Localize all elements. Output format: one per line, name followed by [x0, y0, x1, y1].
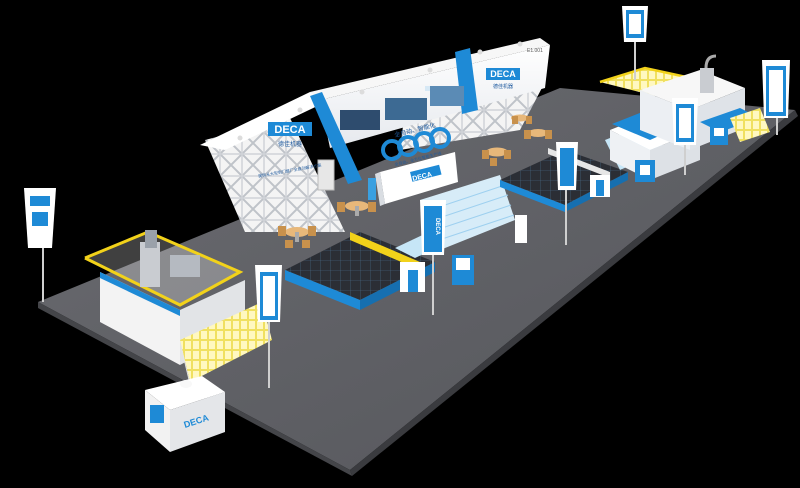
flag-banner-icon-left: [24, 188, 56, 302]
spotlight-icon: [237, 41, 523, 141]
brand-cn-left: 德佳机器: [278, 140, 302, 148]
flag-banner-icon-small: [556, 142, 578, 245]
logo-text-right: DECA: [490, 69, 516, 79]
logo-text-left: DECA: [274, 124, 305, 136]
flag-banner-icon-back: [622, 6, 648, 80]
counter-logo: DECA: [412, 171, 433, 183]
booth-number: E1.001: [527, 48, 543, 54]
front-kiosk: DECA: [145, 376, 225, 452]
flag-banner-icon-front: [255, 265, 282, 388]
glass-cutting-table-1: [285, 175, 515, 310]
main-backdrop: [200, 38, 550, 232]
right-logo-panel: DECA 德佳机器: [486, 68, 520, 90]
flag-banner-icon-mid: [672, 98, 698, 175]
flag-banner-icon-right: [762, 60, 790, 135]
table-chairs-icon: [278, 114, 552, 248]
flag-logo: DECA: [434, 218, 440, 236]
brand-cn-right: 德佳机器: [493, 83, 513, 90]
left-machining-cell: [84, 230, 272, 386]
flag-banner-icon-center: DECA: [420, 200, 446, 315]
